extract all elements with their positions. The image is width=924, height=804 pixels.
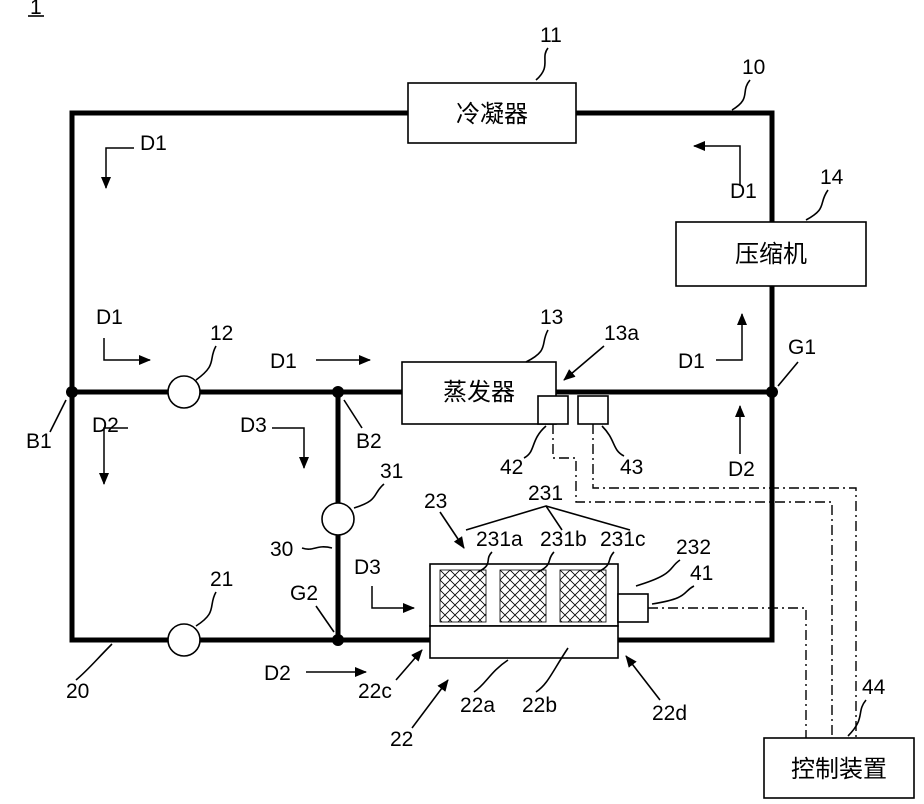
- valve-12: [168, 376, 200, 408]
- node-label-b1: B1: [26, 430, 52, 453]
- ref-44: 44: [862, 676, 886, 699]
- node-g1: [766, 386, 778, 398]
- storage-cell-b: [500, 570, 546, 622]
- ref-22c: 22c: [358, 680, 392, 703]
- bypass-pipe-20: [72, 392, 772, 640]
- ref-22a: 22a: [460, 694, 495, 717]
- controller-label: 控制装置: [791, 755, 887, 783]
- ref-10: 10: [742, 56, 765, 79]
- ref-13: 13: [540, 306, 563, 329]
- ref-13a: 13a: [604, 322, 639, 345]
- ref-14: 14: [820, 166, 844, 189]
- ref-12: 12: [210, 322, 233, 345]
- ref-231b: 231b: [540, 528, 587, 551]
- node-b2: [332, 386, 344, 398]
- ref-231: 231: [528, 482, 563, 505]
- ref-231a: 231a: [476, 528, 523, 551]
- ref-23: 23: [424, 490, 447, 513]
- sensor-42-box: [538, 396, 568, 424]
- sensor-41-box: [618, 594, 648, 622]
- flow-label-d3-lower: D3: [354, 556, 381, 579]
- storage-cell-a: [440, 570, 486, 622]
- node-label-g1: G1: [788, 336, 816, 359]
- ref-22b: 22b: [522, 694, 557, 717]
- flow-label-d2-right: D2: [728, 458, 755, 481]
- flow-label-d1-mid-center: D1: [270, 350, 297, 373]
- node-g2: [332, 634, 344, 646]
- flow-label-d2-left: D2: [92, 414, 119, 437]
- flow-label-d3-upper: D3: [240, 414, 267, 437]
- ref-22d: 22d: [652, 702, 687, 725]
- ref-231c: 231c: [600, 528, 646, 551]
- ref-30: 30: [270, 538, 293, 561]
- ref-11: 11: [540, 24, 562, 47]
- condenser-label: 冷凝器: [456, 100, 528, 128]
- node-label-g2: G2: [290, 582, 318, 605]
- compressor-label: 压缩机: [735, 240, 807, 268]
- sensor-43-box: [578, 396, 608, 424]
- flow-label-d2-bottom: D2: [264, 662, 291, 685]
- heat-exchange-section: [430, 626, 618, 658]
- ref-232: 232: [676, 536, 711, 559]
- valve-21: [168, 624, 200, 656]
- ref-21: 21: [210, 568, 233, 591]
- main-pipe-loop: [72, 113, 772, 392]
- flow-label-d1-top-left: D1: [140, 132, 167, 155]
- storage-cell-c: [560, 570, 606, 622]
- ref-42: 42: [500, 456, 523, 479]
- flow-label-d1-top-right: D1: [730, 180, 757, 203]
- node-b1: [66, 386, 78, 398]
- node-label-b2: B2: [356, 430, 382, 453]
- valve-31: [322, 503, 354, 535]
- ref-41: 41: [690, 562, 713, 585]
- flow-label-d1-mid-right: D1: [678, 350, 705, 373]
- evaporator-label: 蒸发器: [443, 378, 515, 406]
- ref-22: 22: [390, 728, 413, 751]
- ref-20: 20: [66, 680, 89, 703]
- flow-label-d1-mid-left: D1: [96, 306, 123, 329]
- ref-31: 31: [380, 460, 403, 483]
- ref-43: 43: [620, 456, 643, 479]
